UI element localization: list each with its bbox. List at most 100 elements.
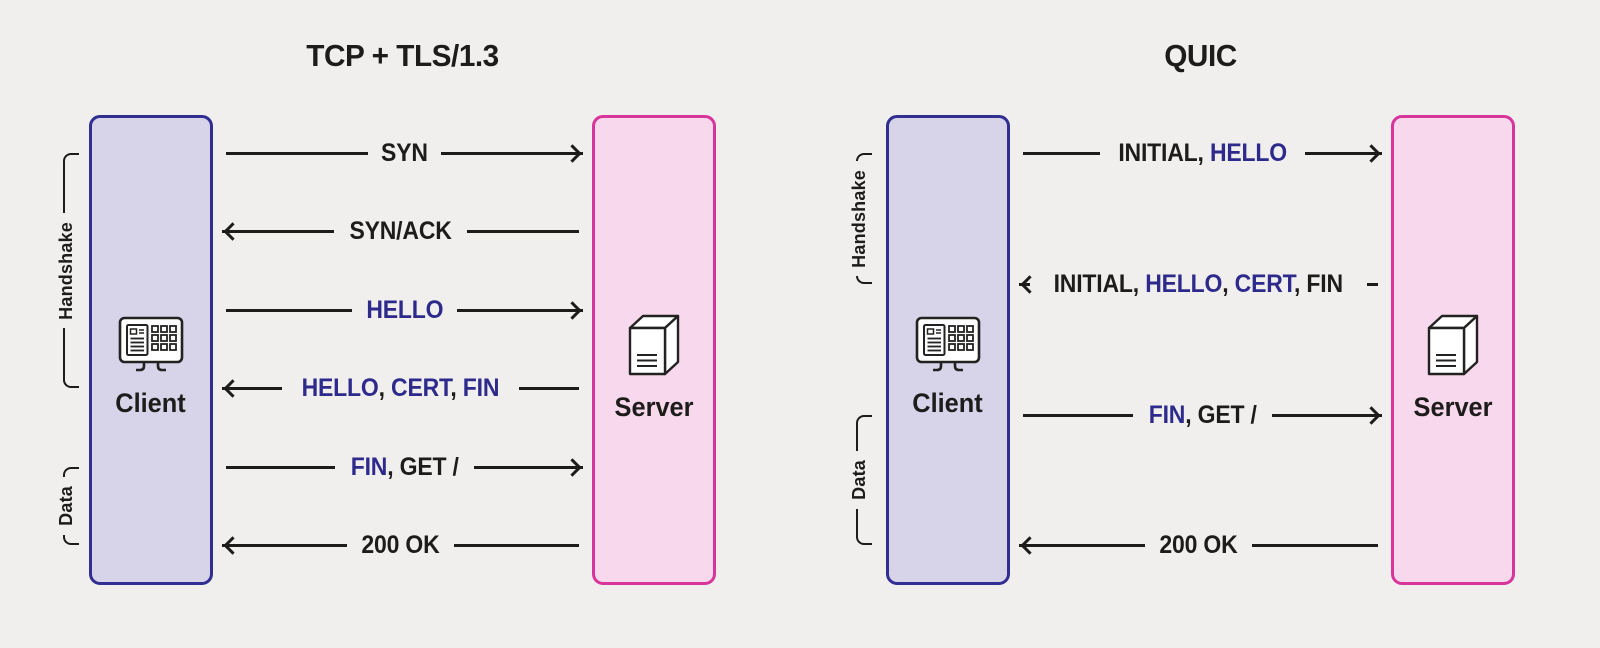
- arrow-line: [1019, 543, 1146, 547]
- arrowhead-left-icon: [223, 535, 242, 555]
- message-arrow-fin-get: FIN, GET /: [1010, 395, 1391, 435]
- message-arrow-fin-get: FIN, GET /: [213, 447, 592, 487]
- message-label: FIN, GET /: [340, 453, 468, 482]
- arrowhead-left-icon: [223, 221, 242, 241]
- phase-label-handshake: Handshake: [55, 221, 76, 320]
- message-label: HELLO: [356, 296, 453, 325]
- message-part: SYN/ACK: [349, 216, 452, 245]
- phase-label-data: Data: [848, 460, 869, 500]
- phase-bracket-data: Data: [48, 467, 82, 546]
- message-label: HELLO, CERT, FIN: [292, 374, 510, 403]
- arrow-line: [467, 229, 579, 233]
- message-arrow-synack: SYN/ACK: [213, 211, 592, 251]
- message-part: ,: [450, 373, 463, 402]
- message-part: SYN: [381, 138, 428, 167]
- message-label: INITIAL, HELLO: [1108, 139, 1297, 168]
- server-label: Server: [1413, 391, 1493, 422]
- desktop-computer-icon: [915, 316, 981, 374]
- arrow-line: [1251, 543, 1378, 547]
- server-box: Server: [592, 115, 716, 585]
- message-part: INITIAL,: [1118, 138, 1210, 167]
- message-part-tls: CERT: [391, 373, 451, 402]
- arrow-line: [457, 308, 583, 312]
- message-part: , FIN: [1294, 269, 1344, 298]
- message-part-tls: FIN: [350, 452, 387, 481]
- message-label: SYN/ACK: [339, 217, 461, 246]
- message-part: , GET /: [386, 452, 459, 481]
- arrowhead-right-icon: [1362, 143, 1381, 163]
- message-part: , GET /: [1184, 400, 1257, 429]
- phase-label-data: Data: [55, 486, 76, 526]
- message-arrow-hello: HELLO: [213, 290, 592, 330]
- server-label: Server: [614, 391, 694, 422]
- message-label: INITIAL, HELLO, CERT, FIN: [1044, 270, 1354, 299]
- arrowhead-left-icon: [1020, 535, 1039, 555]
- message-arrow-syn: SYN: [213, 133, 592, 173]
- server-tower-icon: [626, 312, 682, 378]
- message-part-tls: FIN: [462, 373, 500, 402]
- diagram-title-quic: QUIC: [1164, 38, 1237, 73]
- arrow-line: [1366, 282, 1378, 286]
- arrow-line: [1305, 151, 1382, 155]
- message-part-tls: HELLO: [1209, 138, 1287, 167]
- message-part: ,: [378, 373, 392, 402]
- arrow-line: [226, 308, 352, 312]
- message-part: INITIAL,: [1053, 269, 1146, 298]
- phase-bracket-handshake: Handshake: [48, 153, 82, 388]
- message-arrow-200ok: 200 OK: [213, 525, 592, 565]
- message-part-tls: HELLO: [365, 295, 444, 324]
- arrowhead-right-icon: [1362, 405, 1381, 425]
- arrow-line: [222, 543, 348, 547]
- arrow-line: [453, 543, 579, 547]
- message-part: ,: [1222, 269, 1235, 298]
- bracket-line: [63, 328, 79, 388]
- message-part-tls: HELLO: [1145, 269, 1223, 298]
- arrowhead-left-icon: [1020, 274, 1039, 294]
- arrow-line: [226, 151, 369, 155]
- bracket-line: [856, 508, 872, 546]
- diagram-title-tcp-tls: TCP + TLS/1.3: [306, 38, 499, 73]
- arrow-line: [1019, 282, 1031, 286]
- message-part-tls: CERT: [1234, 269, 1295, 298]
- bracket-line: [63, 534, 79, 546]
- desktop-computer-icon: [118, 316, 184, 374]
- message-part: 200 OK: [1159, 530, 1238, 559]
- server-tower-icon: [1425, 312, 1481, 378]
- arrowhead-right-icon: [563, 457, 582, 477]
- phase-bracket-data: Data: [841, 415, 875, 546]
- message-label: SYN: [371, 139, 438, 168]
- message-arrow-200ok: 200 OK: [1010, 525, 1391, 565]
- arrow-line: [440, 151, 583, 155]
- arrow-line: [1023, 151, 1100, 155]
- arrow-line: [1272, 413, 1383, 417]
- arrowhead-right-icon: [563, 143, 582, 163]
- client-box: Client: [89, 115, 213, 585]
- server-box: Server: [1391, 115, 1515, 585]
- bracket-line: [63, 153, 79, 213]
- arrow-line: [518, 386, 579, 390]
- arrowhead-right-icon: [563, 300, 582, 320]
- arrow-line: [226, 465, 335, 469]
- arrow-line: [1023, 413, 1133, 417]
- client-label: Client: [912, 387, 984, 418]
- message-part-tls: HELLO: [301, 373, 379, 402]
- message-part-tls: FIN: [1148, 400, 1185, 429]
- message-label: FIN, GET /: [1138, 401, 1266, 430]
- bracket-line: [856, 153, 872, 161]
- message-part: 200 OK: [361, 530, 440, 559]
- arrow-line: [222, 229, 334, 233]
- bracket-line: [63, 467, 79, 478]
- message-arrow-initial-hello-cert-fin: INITIAL, HELLO, CERT, FIN: [1010, 264, 1391, 304]
- bracket-line: [856, 276, 872, 284]
- client-label: Client: [115, 387, 187, 418]
- message-label: 200 OK: [1149, 531, 1247, 560]
- message-label: 200 OK: [351, 531, 449, 560]
- phase-bracket-handshake: Handshake: [841, 153, 875, 284]
- bracket-line: [856, 415, 872, 452]
- arrowhead-left-icon: [223, 378, 242, 398]
- arrow-line: [222, 386, 283, 390]
- message-arrow-hello-cert-fin: HELLO, CERT, FIN: [213, 368, 592, 408]
- phase-label-handshake: Handshake: [848, 169, 869, 268]
- message-arrow-initial-hello: INITIAL, HELLO: [1010, 133, 1391, 173]
